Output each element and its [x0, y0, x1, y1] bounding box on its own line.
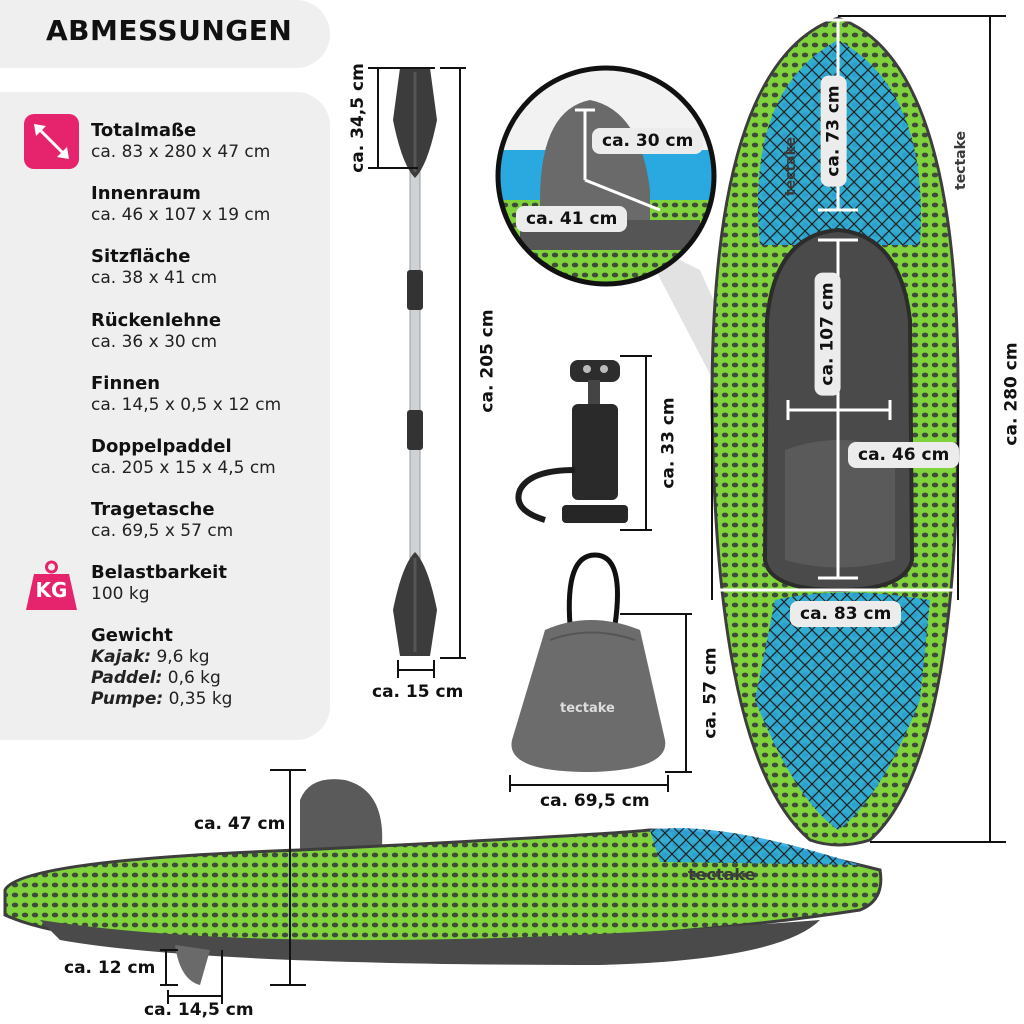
weight-row: Pumpe: 0,35 kg: [91, 689, 232, 710]
paddle-width-label: ca. 15 cm: [372, 682, 464, 702]
spec-innenraum: Innenraum ca. 46 x 107 x 19 cm: [91, 183, 270, 226]
bag-dimension-lines: [509, 613, 692, 792]
fin-height-label: ca. 12 cm: [64, 958, 156, 978]
paddle: [393, 68, 437, 656]
spec-label: Belastbarkeit: [91, 562, 227, 583]
kayak-height-label: ca. 47 cm: [194, 814, 286, 834]
weight-key: Paddel:: [91, 668, 163, 688]
page-title: ABMESSUNGEN: [46, 14, 293, 47]
spec-gewicht: Gewicht Kajak: 9,6 kg Paddel: 0,6 kg Pum…: [91, 625, 232, 710]
spec-panel: [0, 92, 330, 740]
spec-sitzflaeche: Sitzfläche ca. 38 x 41 cm: [91, 246, 217, 289]
spec-value: ca. 38 x 41 cm: [91, 268, 218, 288]
side-dimension-lines: [160, 769, 306, 1004]
spec-label: Sitzfläche: [91, 246, 191, 267]
fin-length-label: ca. 14,5 cm: [144, 1000, 254, 1020]
spec-value: ca. 46 x 107 x 19 cm: [91, 205, 271, 225]
spec-value: ca. 36 x 30 cm: [91, 332, 218, 352]
spec-value: ca. 69,5 x 57 cm: [91, 521, 234, 541]
spec-label: Tragetasche: [91, 499, 215, 520]
spec-value: ca. 14,5 x 0,5 x 12 cm: [91, 395, 282, 415]
spec-value: 100 kg: [91, 584, 150, 604]
seat-height-label: ca. 30 cm: [592, 128, 704, 154]
spec-belastbarkeit: Belastbarkeit 100 kg: [91, 562, 227, 605]
spec-doppelpaddel: Doppelpaddel ca. 205 x 15 x 4,5 cm: [91, 436, 276, 479]
spec-totalmasse: Totalmaße ca. 83 x 280 x 47 cm: [91, 120, 270, 163]
pump-height-label: ca. 33 cm: [658, 397, 679, 489]
weight-key: Pumpe:: [91, 689, 164, 709]
kayak-inner-length-label: ca. 107 cm: [814, 272, 841, 396]
zoom-circle: [495, 65, 717, 287]
spec-value: ca. 83 x 280 x 47 cm: [91, 142, 271, 162]
weight-kg-icon: KG: [24, 560, 79, 612]
spec-finnen: Finnen ca. 14,5 x 0,5 x 12 cm: [91, 373, 281, 416]
title-box: ABMESSUNGEN: [0, 0, 330, 68]
kg-label: KG: [35, 578, 68, 602]
resize-diagonal-icon: [24, 114, 79, 169]
kayak-width-label: ca. 83 cm: [790, 601, 902, 627]
spec-label: Finnen: [91, 373, 161, 394]
kayak-front-label: ca. 73 cm: [820, 75, 847, 187]
side-brand-label: tectake: [688, 865, 756, 884]
paddle-dimension-lines: [368, 67, 466, 678]
spec-label: Totalmaße: [91, 120, 197, 141]
spec-label: Gewicht: [91, 625, 173, 646]
paddle-length-label: ca. 205 cm: [477, 309, 498, 413]
spec-label: Rückenlehne: [91, 310, 222, 331]
spec-label: Innenraum: [91, 183, 201, 204]
seat-dimension-lines: [575, 108, 661, 212]
kayak-side-view: [3, 779, 883, 985]
spec-value: ca. 205 x 15 x 4,5 cm: [91, 458, 276, 478]
spec-label: Doppelpaddel: [91, 436, 232, 457]
kayak-brand-right: tectake: [953, 131, 969, 190]
bag-brand-label: tectake: [560, 701, 615, 716]
paddle-blade-label: ca. 34,5 cm: [347, 63, 368, 173]
weight-row: Paddel: 0,6 kg: [91, 668, 232, 689]
bag-height-label: ca. 57 cm: [700, 647, 721, 739]
spec-rueckenlehne: Rückenlehne ca. 36 x 30 cm: [91, 310, 221, 353]
weight-row: Kajak: 9,6 kg: [91, 647, 232, 668]
bag-width-label: ca. 69,5 cm: [540, 791, 650, 811]
pump-dimension-lines: [620, 355, 652, 531]
carry-bag: [511, 552, 666, 772]
weight-value: 9,6 kg: [151, 647, 210, 667]
kayak-length-dimension-lines: [711, 15, 1006, 843]
weight-value: 0,35 kg: [163, 689, 233, 709]
spec-tragetasche: Tragetasche ca. 69,5 x 57 cm: [91, 499, 233, 542]
weight-key: Kajak:: [91, 647, 152, 667]
kayak-brand-left: tectake: [783, 137, 799, 196]
pump: [515, 360, 628, 523]
kayak-inner-width-label: ca. 46 cm: [848, 442, 960, 468]
weight-value: 0,6 kg: [162, 668, 221, 688]
seat-zoom-view: [498, 68, 714, 284]
kayak-length-label: ca. 280 cm: [1001, 342, 1022, 446]
seat-depth-label: ca. 41 cm: [516, 206, 628, 232]
